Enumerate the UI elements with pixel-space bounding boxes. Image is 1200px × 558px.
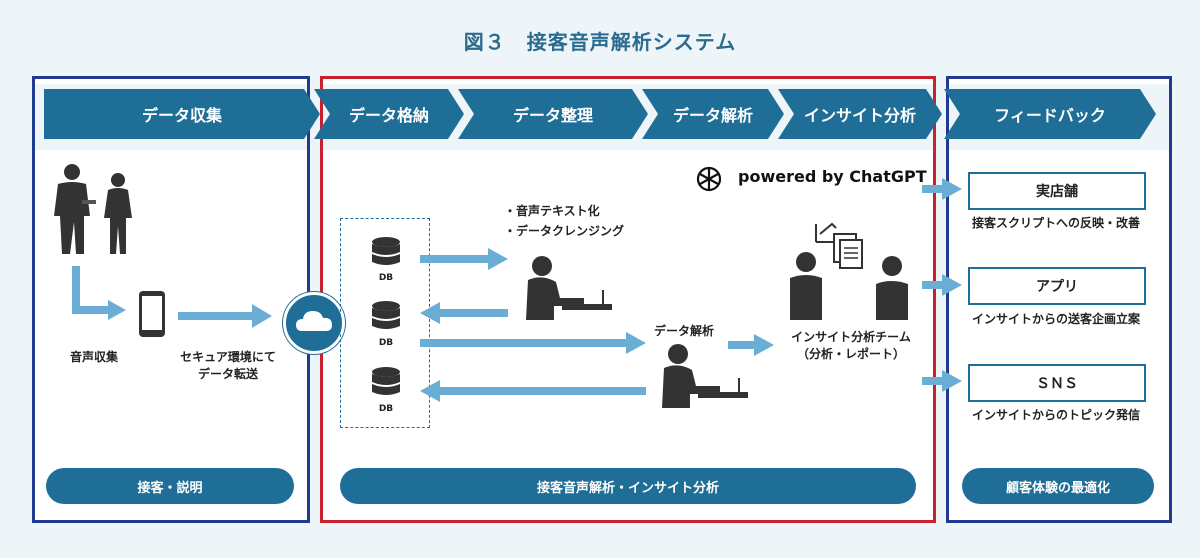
collection-frame-top: [32, 76, 310, 79]
frame-edge: [946, 76, 949, 523]
pill-label: 顧客体験の最適化: [1005, 480, 1110, 496]
analysis-frame-top: [320, 76, 936, 79]
database-icon: [372, 301, 400, 329]
feedback-caption-store: 接客スクリプトへの反映・改善: [971, 216, 1140, 230]
feedback-caption-sns: インサイトからのトピック発信: [971, 408, 1140, 422]
smartphone-icon: [139, 291, 165, 337]
database-icon: [372, 367, 400, 395]
powered-by-label: powered by ChatGPT: [738, 167, 927, 186]
left-arrow: [420, 302, 508, 324]
frame-edge: [1169, 76, 1172, 523]
insight-team-line-1: インサイト分析チーム: [791, 330, 911, 344]
organize-bullet-2: ・データクレンジング: [504, 224, 625, 238]
left-arrow: [420, 380, 646, 402]
stage-insight-analysis: インサイト分析: [778, 89, 942, 139]
right-arrow: [178, 304, 272, 328]
stage-data-storage: データ格納: [314, 89, 464, 139]
feedback-box-app: アプリ: [968, 267, 1146, 305]
stage-label: データ収集: [141, 106, 222, 125]
pill-label: 接客・説明: [137, 480, 203, 496]
feedback-caption-app: インサイトからの送客企画立案: [971, 312, 1140, 326]
feedback-box-label: ＳＮＳ: [1036, 376, 1078, 392]
secure-transfer-line-2: データ転送: [197, 367, 258, 381]
secure-transfer-line-1: セキュア環境にて: [180, 350, 276, 364]
frame-edge: [32, 76, 35, 523]
right-arrow: [420, 248, 508, 270]
voice-collection-label: 音声収集: [70, 350, 119, 364]
stage-label: フィードバック: [994, 106, 1106, 125]
stage-label: データ解析: [672, 106, 753, 125]
bottom-pill-service: 接客・説明: [46, 468, 294, 504]
bottom-pill-experience: 顧客体験の最適化: [962, 468, 1154, 504]
insight-team-line-2: （分析・レポート）: [796, 347, 905, 361]
analyst-at-computer-icon: [662, 344, 748, 408]
stage-data-collection: データ収集: [44, 89, 320, 139]
db-label: DB: [378, 404, 394, 414]
feedback-box-sns: ＳＮＳ: [968, 364, 1146, 402]
stage-label: データ整理: [512, 106, 593, 125]
bottom-pill-analysis: 接客音声解析・インサイト分析: [340, 468, 916, 504]
database-icon: [372, 237, 400, 265]
feedback-box-store: 実店舗: [968, 172, 1146, 210]
right-arrow: [922, 274, 962, 296]
stage-label: インサイト分析: [803, 106, 916, 125]
feedback-box-label: アプリ: [1036, 279, 1078, 295]
frame-edge: [933, 76, 936, 523]
feedback-box-label: 実店舗: [1036, 184, 1078, 200]
right-arrow: [922, 178, 962, 200]
pill-label: 接客音声解析・インサイト分析: [536, 480, 719, 496]
insight-team-label: インサイト分析チーム （分析・レポート）: [776, 328, 926, 362]
stage-label: データ格納: [348, 106, 429, 125]
right-arrow: [922, 370, 962, 392]
stage-feedback: フィードバック: [944, 89, 1156, 139]
cloud-icon: [283, 292, 345, 354]
stage-data-analysis: データ解析: [642, 89, 784, 139]
secure-transfer-label: セキュア環境にて データ転送: [168, 348, 288, 382]
down-right-arrow: [72, 266, 126, 320]
openai-logo-icon: [696, 166, 722, 192]
organize-bullet-1: ・音声テキスト化: [504, 204, 600, 218]
database-group: [340, 218, 430, 428]
analysis-frame: [320, 76, 936, 523]
page-title: 図３ 接客音声解析システム: [463, 30, 737, 54]
right-arrow: [420, 332, 646, 354]
worker-at-computer-icon: [526, 256, 612, 320]
insight-team-icon: [790, 222, 908, 320]
staff-customer-silhouette-icon: [54, 164, 132, 254]
stage-data-organize: データ整理: [458, 89, 648, 139]
db-label: DB: [378, 338, 394, 348]
right-arrow: [728, 334, 774, 356]
db-label: DB: [378, 273, 394, 283]
data-analysis-label: データ解析: [654, 324, 715, 338]
feedback-frame-top: [946, 76, 1172, 79]
